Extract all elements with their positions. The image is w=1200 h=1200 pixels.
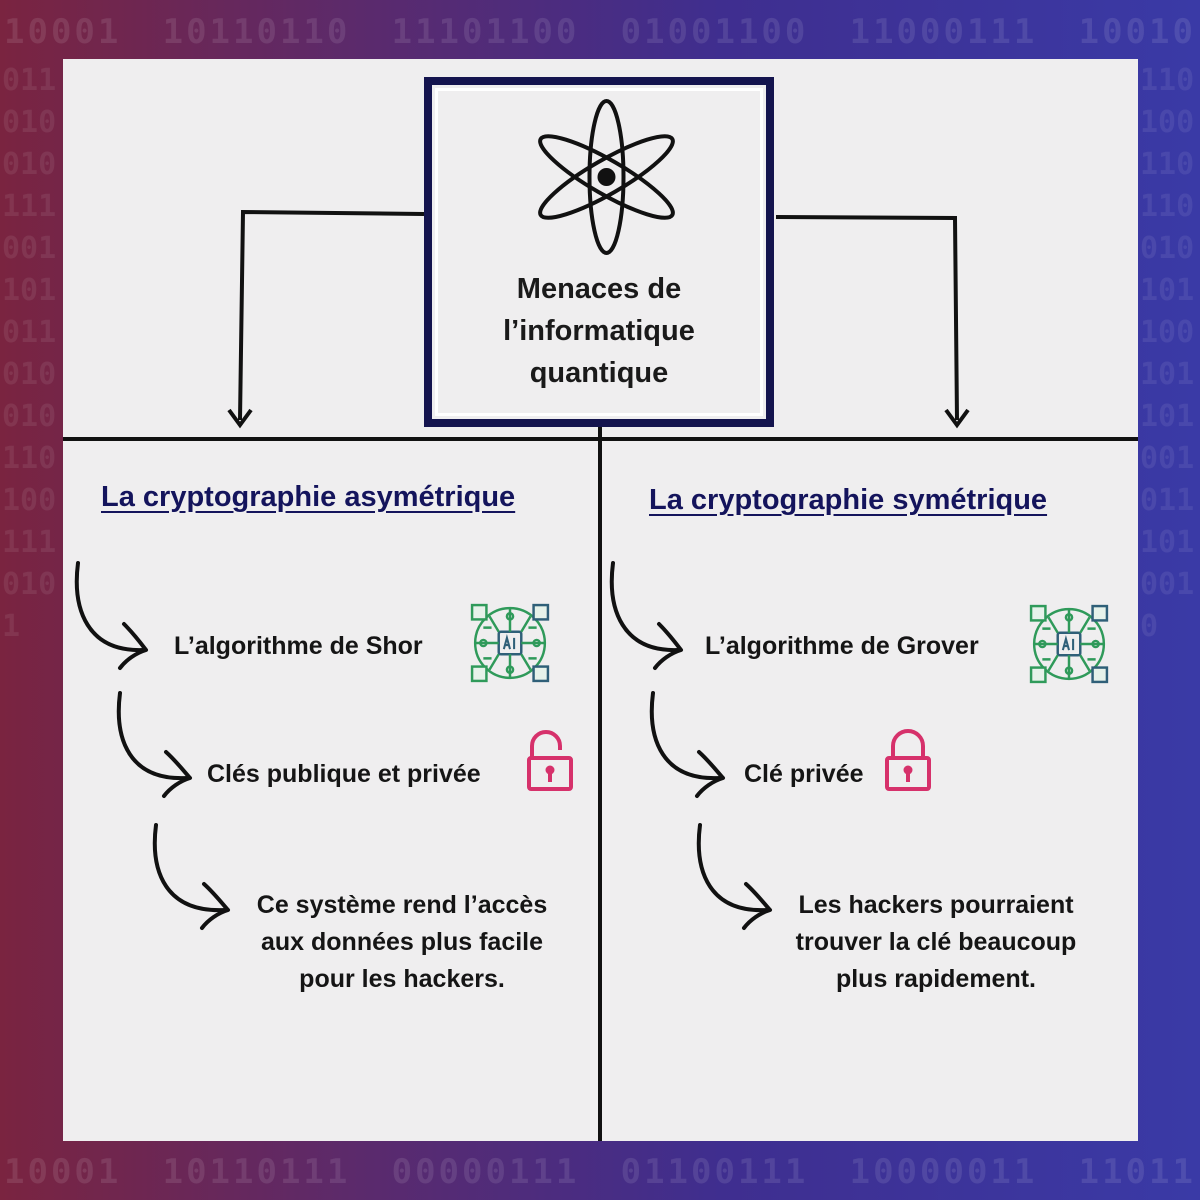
binary-row-top: 10001 10110110 11101100 01001100 1100011… [0,12,1200,52]
curved-arrow-hackers [696,823,769,913]
ai-chip-icon [1029,604,1109,684]
atom-orbit [587,99,626,255]
unlocked-padlock-icon [527,730,573,791]
binary-row-bottom: 10001 10110111 00000111 01100111 1000001… [0,1152,1200,1192]
binary-text: 10110110 [162,12,351,52]
binary-text: 01001100 [620,12,809,52]
binary-text: 11000111 [849,12,1038,52]
arrowhead-right [944,408,970,429]
heading-symmetric: La cryptographie symétrique [649,484,1048,516]
binary-text: 00000111 [391,1152,580,1192]
curved-arrow-keys [116,691,189,781]
curved-arrow-grover [609,561,680,653]
arrowhead-left [227,408,253,429]
public-private-keys-label: Clés publique et privée [207,760,481,788]
ai-chip-icon [470,603,550,683]
grover-algorithm-label: L’algorithme de Grover [705,632,979,660]
binary-text: 10110111 [162,1152,351,1192]
arrowhead-private-key [695,750,725,798]
arrow-to-left-section [238,209,425,421]
arrowhead-hackers [742,882,772,930]
binary-text: 11011 [1078,1152,1196,1192]
page-title: Menaces de l’informatique quantique [503,273,695,389]
atom-orbit [538,134,675,220]
threat-title-box: Menaces de l’informatique quantique [424,77,774,427]
binary-column-left: 0110100101110011010110100101101001110101 [2,63,57,644]
binary-text: 01100111 [620,1152,809,1192]
atom-orbit [538,134,675,220]
binary-text: 10010 [1078,12,1196,52]
locked-padlock-icon [885,729,931,791]
arrowhead-keys [162,750,192,798]
arrowhead-grover [653,622,683,670]
atom-nucleus [597,168,616,186]
binary-text: 11101100 [391,12,580,52]
heading-asymmetric: La cryptographie asymétrique [101,481,516,513]
arrow-to-right-section [775,215,959,421]
symmetric-consequence-text: Les hackers pourraient trouver la clé be… [795,891,1077,993]
curved-arrow-shor [74,561,145,653]
binary-text: 10001 [4,12,122,52]
private-key-label: Clé privée [744,760,864,788]
binary-text: 10001 [4,1152,122,1192]
arrowhead-shor [118,622,148,670]
curved-arrow-private-key [649,691,722,781]
atom-icon [538,99,675,255]
binary-text: 10000011 [849,1152,1038,1192]
shor-algorithm-label: L’algorithme de Shor [174,632,423,660]
asymmetric-consequence-text: Ce système rend l’accès aux données plus… [256,891,548,993]
curved-arrow-system [152,823,227,913]
arrowhead-system [200,882,230,930]
binary-column-right: 1101001101100101011001011010010111010010 [1140,63,1195,644]
